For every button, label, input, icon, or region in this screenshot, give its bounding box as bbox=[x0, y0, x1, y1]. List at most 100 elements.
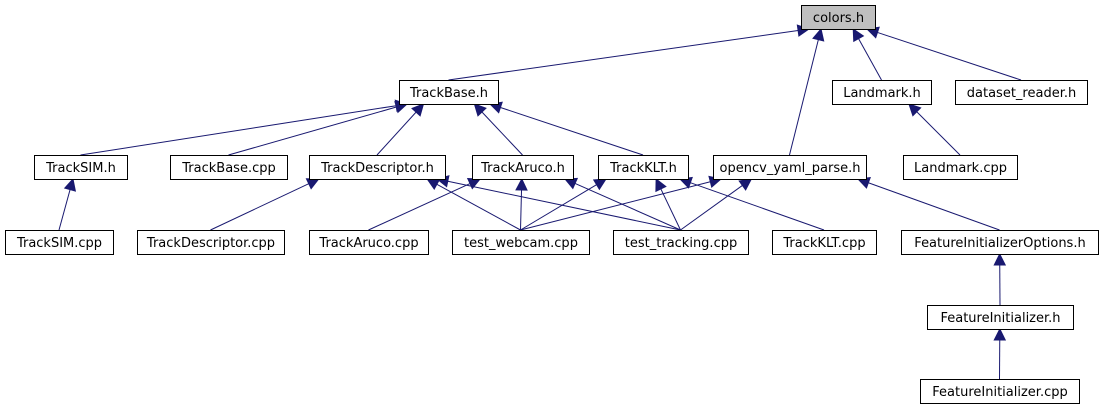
edge-line bbox=[58, 189, 71, 231]
node-tracksim-cpp[interactable]: TrackSIM.cpp bbox=[5, 230, 114, 255]
edge-arrowhead bbox=[426, 178, 441, 191]
node-box bbox=[920, 379, 1080, 404]
edge-line bbox=[858, 38, 882, 81]
edge-line bbox=[916, 111, 961, 156]
edge-trackbase_h-to-colors_h bbox=[448, 24, 811, 81]
edge-line bbox=[376, 111, 417, 156]
node-label: colors.h bbox=[813, 11, 864, 26]
node-label: TrackBase.cpp bbox=[181, 161, 275, 176]
node-box bbox=[309, 230, 429, 255]
node-test-tracking-cpp[interactable]: test_tracking.cpp bbox=[613, 230, 749, 255]
edge-arrowhead bbox=[852, 28, 865, 43]
node-box bbox=[399, 80, 499, 105]
node-landmark-h[interactable]: Landmark.h bbox=[832, 80, 932, 105]
node-tracksim-h[interactable]: TrackSIM.h bbox=[34, 155, 128, 180]
edge-line bbox=[500, 107, 644, 156]
edge-trackklt_cpp-to-trackklt_h bbox=[678, 176, 825, 231]
edge-line bbox=[520, 184, 597, 231]
edge-arrowhead bbox=[592, 178, 607, 191]
edge-test_tracking_cpp-to-trackklt_h bbox=[655, 177, 681, 231]
node-box bbox=[472, 155, 574, 180]
edge-featureinitializer_cpp-to-featureinitializer_h bbox=[993, 327, 1007, 380]
node-label: TrackAruco.h bbox=[480, 161, 565, 176]
edge-line bbox=[436, 183, 521, 231]
node-trackaruco-h[interactable]: TrackAruco.h bbox=[472, 155, 574, 180]
edge-trackdescriptor_cpp-to-trackdescriptor_h bbox=[210, 178, 320, 231]
node-box bbox=[613, 230, 749, 255]
edge-line bbox=[574, 182, 681, 231]
node-label: TrackKLT.h bbox=[609, 161, 677, 176]
edge-line bbox=[877, 31, 1022, 81]
node-label: TrackKLT.cpp bbox=[782, 236, 865, 251]
node-box bbox=[955, 80, 1088, 105]
edge-line bbox=[868, 182, 1000, 231]
node-featureinitializer-h[interactable]: FeatureInitializer.h bbox=[927, 305, 1074, 330]
node-featureinitializer-cpp[interactable]: FeatureInitializer.cpp bbox=[920, 379, 1080, 404]
edges-layer bbox=[58, 24, 1022, 380]
edge-trackbase_cpp-to-trackbase_h bbox=[228, 101, 409, 156]
edge-trackaruco_cpp-to-trackaruco_h bbox=[368, 178, 482, 231]
edge-tracksim_h-to-trackbase_h bbox=[80, 99, 409, 156]
edge-line bbox=[228, 106, 397, 156]
edge-line bbox=[520, 181, 711, 231]
edge-line bbox=[789, 39, 819, 156]
edge-line bbox=[368, 183, 471, 231]
node-test-webcam-cpp[interactable]: test_webcam.cpp bbox=[452, 230, 590, 255]
node-box bbox=[137, 230, 285, 255]
node-box bbox=[903, 155, 1018, 180]
node-box bbox=[927, 305, 1074, 330]
edge-line bbox=[80, 105, 397, 156]
edge-tracksim_cpp-to-tracksim_h bbox=[58, 177, 77, 231]
edge-arrowhead bbox=[655, 177, 667, 193]
edge-arrowhead bbox=[466, 178, 482, 190]
node-label: FeatureInitializerOptions.h bbox=[914, 236, 1085, 251]
node-trackdescriptor-cpp[interactable]: TrackDescriptor.cpp bbox=[137, 230, 285, 255]
node-box bbox=[598, 155, 689, 180]
node-trackbase-h[interactable]: TrackBase.h bbox=[399, 80, 499, 105]
node-featureinitializeroptions-h[interactable]: FeatureInitializerOptions.h bbox=[901, 230, 1099, 255]
node-box bbox=[832, 80, 932, 105]
node-box bbox=[713, 155, 867, 180]
edge-line bbox=[448, 30, 799, 81]
edge-test_webcam_cpp-to-trackaruco_h bbox=[515, 177, 528, 231]
node-dataset-reader-h[interactable]: dataset_reader.h bbox=[955, 80, 1088, 105]
node-trackklt-cpp[interactable]: TrackKLT.cpp bbox=[772, 230, 877, 255]
node-landmark-cpp[interactable]: Landmark.cpp bbox=[903, 155, 1018, 180]
edge-arrowhead bbox=[305, 178, 320, 190]
edge-test_webcam_cpp-to-trackklt_h bbox=[520, 178, 607, 231]
node-box bbox=[309, 155, 446, 180]
edge-arrowhead bbox=[473, 103, 487, 117]
node-label: test_webcam.cpp bbox=[464, 236, 578, 251]
node-box bbox=[34, 155, 128, 180]
edge-opencv_yaml_parse_h-to-colors_h bbox=[789, 27, 825, 156]
edge-line bbox=[210, 183, 309, 231]
node-opencv-yaml-parse-h[interactable]: opencv_yaml_parse.h bbox=[713, 155, 867, 180]
edge-line bbox=[690, 182, 825, 231]
edge-line bbox=[660, 188, 681, 231]
edge-line bbox=[680, 185, 743, 231]
node-trackaruco-cpp[interactable]: TrackAruco.cpp bbox=[309, 230, 429, 255]
node-trackbase-cpp[interactable]: TrackBase.cpp bbox=[170, 155, 288, 180]
edge-arrowhead bbox=[411, 103, 425, 117]
node-label: opencv_yaml_parse.h bbox=[720, 161, 861, 176]
node-box bbox=[801, 5, 876, 30]
edge-landmark_cpp-to-landmark_h bbox=[908, 103, 961, 156]
edge-dataset_reader_h-to-colors_h bbox=[865, 26, 1022, 81]
node-label: test_tracking.cpp bbox=[625, 236, 737, 251]
node-label: dataset_reader.h bbox=[967, 86, 1076, 101]
edge-trackdescriptor_h-to-trackbase_h bbox=[376, 103, 425, 156]
edge-line bbox=[481, 111, 523, 156]
node-trackdescriptor-h[interactable]: TrackDescriptor.h bbox=[309, 155, 446, 180]
node-box bbox=[5, 230, 114, 255]
node-box bbox=[170, 155, 288, 180]
node-label: TrackSIM.h bbox=[45, 161, 116, 176]
node-colors-h[interactable]: colors.h bbox=[801, 5, 876, 30]
node-trackklt-h[interactable]: TrackKLT.h bbox=[598, 155, 689, 180]
node-box bbox=[901, 230, 1099, 255]
node-box bbox=[772, 230, 877, 255]
node-label: TrackSIM.cpp bbox=[16, 236, 102, 251]
edge-arrowhead bbox=[993, 327, 1007, 341]
node-box bbox=[452, 230, 590, 255]
